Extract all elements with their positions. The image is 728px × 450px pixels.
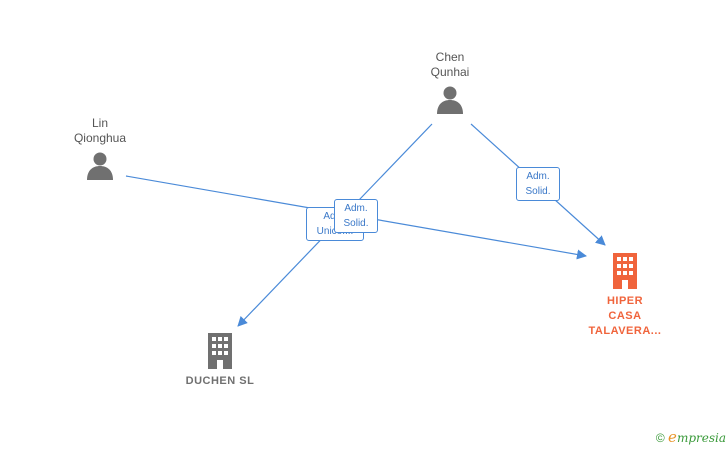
edge-label-lin-hiper[interactable]: Adm. Solid.: [334, 199, 378, 233]
brand-rest: mpresia: [676, 431, 726, 445]
building-icon: [208, 333, 232, 369]
person-node-lin[interactable]: Lin Qionghua: [60, 116, 140, 185]
brand-e: e: [668, 428, 677, 446]
edge-label-chen-hiper[interactable]: Adm. Solid.: [516, 167, 560, 201]
company-name-line1: HIPER: [606, 295, 644, 307]
copyright-symbol: ©: [655, 431, 665, 445]
person-name-line1: Lin: [91, 116, 108, 130]
person-name-line2: Qionghua: [73, 131, 127, 145]
company-node-hiper[interactable]: HIPER CASA TALAVERA...: [575, 253, 675, 339]
person-name-line2: Qunhai: [430, 65, 470, 79]
company-node-duchen[interactable]: DUCHEN SL: [170, 333, 270, 389]
edge-label-line2: Solid.: [525, 186, 551, 197]
edge-label-line1: Adm.: [526, 171, 550, 182]
person-name-line1: Chen: [435, 50, 465, 64]
company-name-line3: TALAVERA...: [588, 325, 662, 337]
person-node-chen[interactable]: Chen Qunhai: [410, 50, 490, 119]
edge-label-line2: Solid.: [343, 218, 369, 229]
person-icon: [87, 152, 113, 180]
edge-label-line1: Adm.: [344, 203, 368, 214]
company-name: DUCHEN SL: [185, 375, 255, 387]
company-name-line2: CASA: [608, 310, 642, 322]
building-icon: [613, 253, 637, 289]
empresia-logo: © empresia: [656, 428, 726, 446]
person-icon: [437, 86, 463, 114]
